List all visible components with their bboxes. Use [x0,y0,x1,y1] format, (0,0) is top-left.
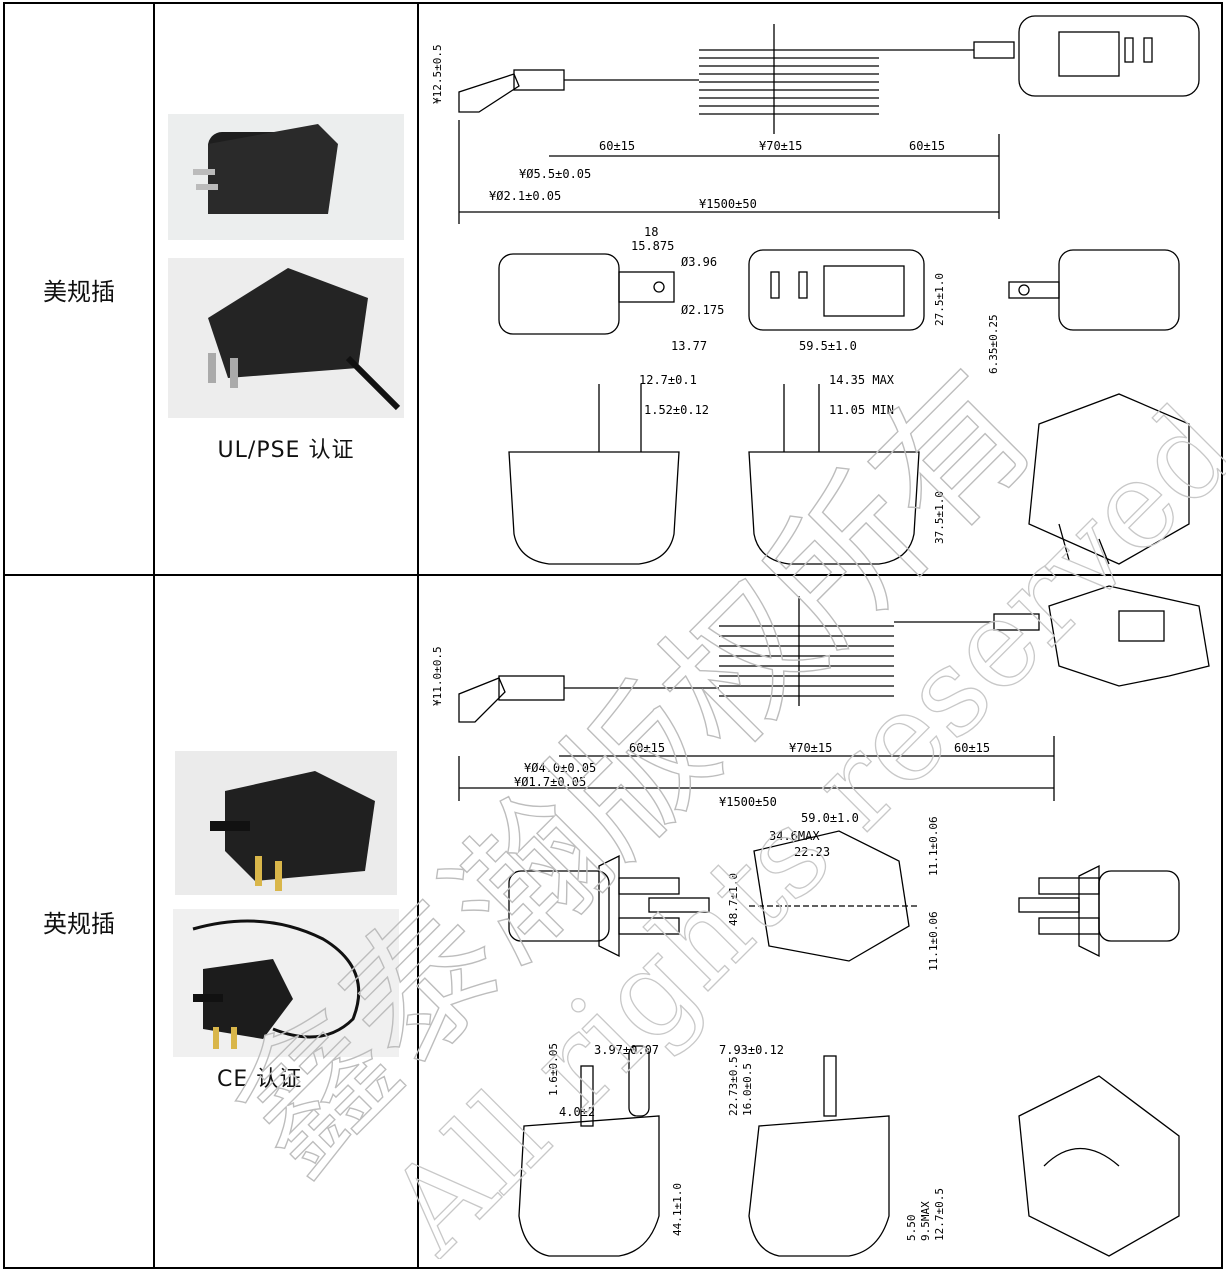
table-row-uk: 英规插 CE 认证 [3,574,1223,1269]
plug-type-us: 美规插 [3,2,155,576]
us-top-dim-7: 6.35±0.25 [987,314,1000,374]
uk-side-views [518,1045,1180,1257]
us-top-dim-0: 18 [644,225,658,239]
us-top-views [498,249,1180,335]
uk-pin-dim-4: 22.73±0.5 [727,1056,740,1116]
uk-cable-dim-5: ¥Ø1.7±0.05 [514,775,586,789]
us-adapter-photo-1 [168,114,404,240]
uk-pin-dim-7: 12.7±0.5 [933,1188,946,1241]
us-pin-dim-0: 12.7±0.1 [639,373,697,387]
us-cable-dim-3: 60±15 [909,139,945,153]
uk-cable-dim-6: ¥1500±50 [719,795,777,809]
uk-pin-dim-6: 9.5MAX [919,1201,932,1241]
uk-top-dim-3: 48.7±1.0 [727,873,740,926]
uk-adapter-photo-1 [175,750,397,895]
uk-pin-dim-5: 16.0±0.5 [741,1063,754,1116]
us-top-dim-5: 59.5±1.0 [799,339,857,353]
uk-pin-dim-8: 5.50 [905,1215,918,1242]
plug-type-uk: 英规插 [3,574,155,1269]
us-top-dim-3: Ø2.175 [681,303,724,317]
uk-top-views [508,830,1180,962]
us-top-dim-1: 15.875 [631,239,674,253]
us-cable-dim-5: ¥Ø2.1±0.05 [489,189,561,203]
uk-pin-dim-1: 1.6±0.05 [547,1043,560,1096]
us-pin-dim-4: 37.5±1.0 [933,491,946,544]
us-top-dim-4: 13.77 [671,339,707,353]
uk-pin-dim-3: 7.93±0.12 [719,1043,784,1057]
us-cable-dim-6: ¥1500±50 [699,197,757,211]
us-cable-dim-1: 60±15 [599,139,635,153]
us-side-views [508,384,1190,565]
us-adapter-photo-2 [168,258,404,418]
certification-us: UL/PSE 认证 [217,438,355,463]
photo-cell-uk: CE 认证 [153,574,419,1269]
adapter-spec-table: 美规插 UL/PSE 认证 [3,2,1223,1269]
uk-pin-dim-2: 4.0±2 [559,1105,595,1119]
us-adapter-photo-1-image [193,124,338,214]
us-cable-dim-2: ¥70±15 [759,139,802,153]
uk-pin-dim-0: 3.97±0.07 [594,1043,659,1057]
us-cable-drawing [458,15,1200,224]
certification-uk: CE 认证 [217,1066,303,1092]
photo-cell-us: UL/PSE 认证 [153,2,419,576]
us-cable-dim-4: ¥Ø5.5±0.05 [519,167,591,181]
uk-adapter-photo-1-image [210,770,375,891]
us-top-dim-6: 27.5±1.0 [933,273,946,326]
uk-cable-dim-1: 60±15 [629,741,665,755]
us-top-dim-2: Ø3.96 [681,255,717,269]
uk-top-dim-5: 11.1±0.06 [927,911,940,971]
uk-top-dim-4: 11.1±0.06 [927,816,940,876]
uk-top-dim-0: 59.0±1.0 [801,811,859,825]
uk-top-dim-1: 34.6MAX [769,829,820,843]
us-pin-dim-3: 11.05 MIN [829,403,894,417]
drawing-cell-us: ¥12.5±0.5 60±15 ¥70±15 60±15 ¥Ø5.5±0.05 … [417,2,1223,576]
table-row-us: 美规插 UL/PSE 认证 [3,2,1223,576]
us-adapter-photo-2-image [208,268,401,411]
uk-pin-dim-9: 44.1±1.0 [671,1183,684,1236]
us-pin-dim-2: 14.35 MAX [829,373,895,387]
uk-cable-dim-4: ¥Ø4.0±0.05 [524,761,596,775]
drawing-cell-uk: ¥11.0±0.5 60±15 ¥70±15 60±15 ¥Ø4.0±0.05 … [417,574,1223,1269]
uk-top-dim-2: 22.23 [794,845,830,859]
uk-technical-drawing: ¥11.0±0.5 60±15 ¥70±15 60±15 ¥Ø4.0±0.05 … [431,585,1210,1257]
us-cable-dim-0: ¥12.5±0.5 [431,44,444,104]
us-pin-dim-1: 1.52±0.12 [644,403,709,417]
uk-adapter-photo-2 [173,908,399,1057]
uk-cable-drawing [458,585,1210,801]
uk-cable-dim-0: ¥11.0±0.5 [431,646,444,706]
uk-cable-dim-2: ¥70±15 [789,741,832,755]
uk-adapter-photo-2-image [192,919,361,1049]
uk-cable-dim-3: 60±15 [954,741,990,755]
us-technical-drawing: ¥12.5±0.5 60±15 ¥70±15 60±15 ¥Ø5.5±0.05 … [431,15,1200,565]
